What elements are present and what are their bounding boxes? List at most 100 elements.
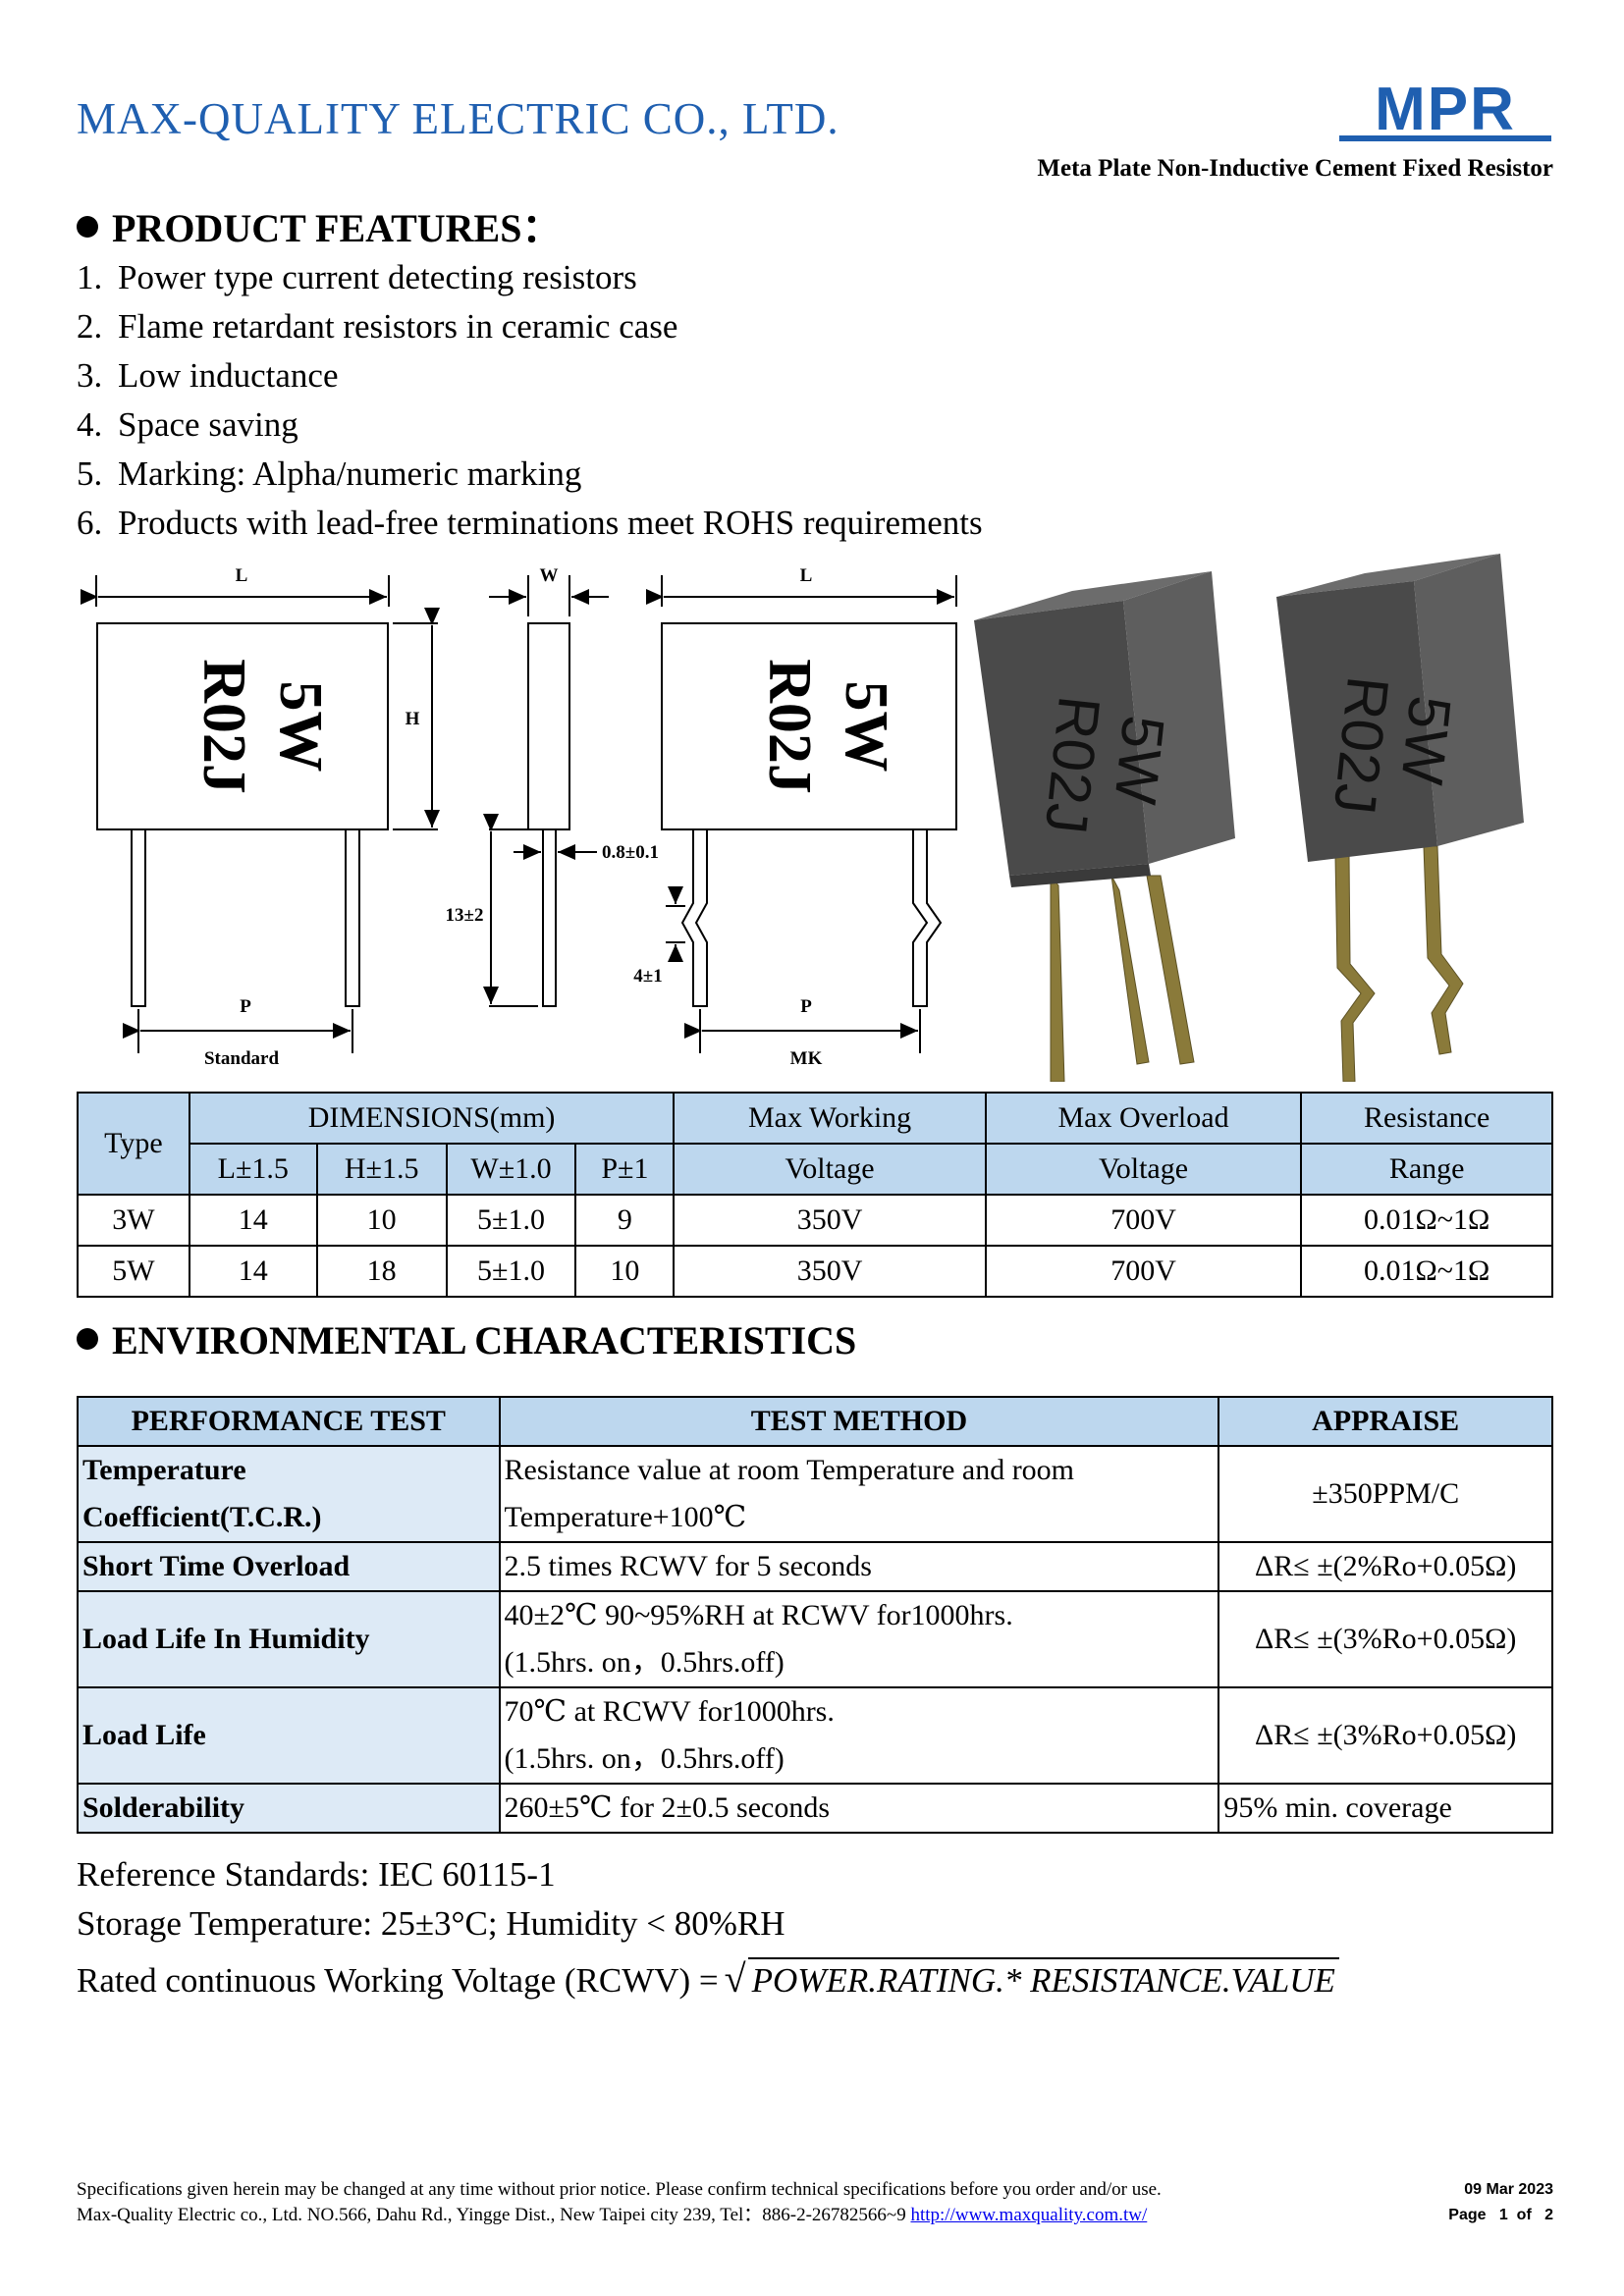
footer-text: Specifications given herein may be chang…	[77, 2177, 1162, 2228]
label-H: H	[406, 709, 420, 729]
table-row: Solderability 260±5℃ for 2±0.5 seconds 9…	[77, 1783, 1553, 1834]
mov-header-line1: Max Overload	[984, 1092, 1303, 1145]
table-row: Load Life 70℃ at RCWV for1000hrs.(1.5hrs…	[77, 1686, 1553, 1785]
cell-W: 5±1.0	[445, 1194, 577, 1247]
range-header-line1: Resistance	[1300, 1092, 1553, 1145]
test-name: Short Time Overload	[77, 1541, 501, 1592]
environment-table: PERFORMANCE TEST TEST METHOD APPRAISE Te…	[77, 1396, 1553, 1834]
test-name: Solderability	[77, 1783, 501, 1834]
test-appraise: ΔR≤ ±(3%Ro+0.05Ω)	[1218, 1686, 1553, 1785]
cell-range: 0.01Ω~1Ω	[1300, 1245, 1553, 1298]
label-L-mk: L	[800, 565, 813, 586]
item-text: Marking: Alpha/numeric marking	[118, 454, 582, 493]
appraise-header: APPRAISE	[1218, 1396, 1553, 1447]
cell-H: 10	[315, 1194, 448, 1247]
test-appraise: 95% min. coverage	[1218, 1783, 1553, 1834]
cell-H: 18	[315, 1245, 448, 1298]
table-row: 3W 14 10 5±1.0 9 350V 700V 0.01Ω~1Ω	[77, 1194, 1553, 1247]
cell-L: 14	[188, 1245, 318, 1298]
marking-value: R02J	[190, 659, 257, 794]
specification-table: Type DIMENSIONS(mm) Max Working Max Over…	[77, 1092, 1553, 1298]
mwv-header-line2: Voltage	[673, 1143, 987, 1196]
dimensions-header: DIMENSIONS(mm)	[188, 1092, 676, 1145]
table-row: Load Life In Humidity 40±2℃ 90~95%RH at …	[77, 1590, 1553, 1688]
cell-L: 14	[188, 1194, 318, 1247]
page-number: Page 1 of 2	[1448, 2207, 1553, 2223]
test-name: Load Life	[77, 1686, 501, 1785]
company-name: MAX-QUALITY ELECTRIC CO., LTD.	[77, 94, 839, 143]
item-number: 6.	[77, 504, 103, 542]
resistor-render: 5W R02J 5W R02J	[962, 552, 1561, 1083]
test-appraise: ΔR≤ ±(3%Ro+0.05Ω)	[1218, 1590, 1553, 1688]
reference-standards: Reference Standards: IEC 60115-1	[77, 1855, 556, 1894]
item-number: 3.	[77, 356, 103, 395]
table-row: Short Time Overload 2.5 times RCWV for 5…	[77, 1541, 1553, 1592]
item-number: 2.	[77, 307, 103, 346]
label-standard: Standard	[204, 1048, 279, 1068]
dim-H-header: H±1.5	[315, 1143, 448, 1196]
rcwv-prefix: Rated continuous Working Voltage (RCWV) …	[77, 1961, 719, 2000]
features-heading: PRODUCT FEATURES：	[77, 196, 561, 253]
table-row: 5W 14 18 5±1.0 10 350V 700V 0.01Ω~1Ω	[77, 1245, 1553, 1298]
test-method: 2.5 times RCWV for 5 seconds	[498, 1541, 1220, 1592]
item-number: 4.	[77, 405, 103, 444]
footer-meta: 09 Mar 2023 Page 1 of 2	[1414, 2177, 1553, 2228]
website-link[interactable]: http://www.maxquality.com.tw/	[910, 2205, 1148, 2225]
marking-power: 5W	[267, 681, 334, 773]
dim-P-header: P±1	[574, 1143, 676, 1196]
label-P-mk: P	[800, 996, 812, 1017]
mov-header-line2: Voltage	[984, 1143, 1303, 1196]
cell-P: 10	[574, 1245, 676, 1298]
environment-title: ENVIRONMENTAL CHARACTERISTICS	[112, 1318, 857, 1362]
logo-text: MPR	[1375, 82, 1516, 143]
type-header: Type	[77, 1092, 190, 1196]
item-text: Space saving	[118, 405, 298, 444]
cell-mov: 700V	[984, 1194, 1303, 1247]
cell-mwv: 350V	[673, 1245, 987, 1298]
cell-type: 5W	[77, 1245, 190, 1298]
environment-heading: ENVIRONMENTAL CHARACTERISTICS	[77, 1317, 856, 1363]
bullet-icon	[77, 1328, 98, 1350]
cell-range: 0.01Ω~1Ω	[1300, 1194, 1553, 1247]
item-text: Flame retardant resistors in ceramic cas…	[118, 307, 678, 346]
dim-L-header: L±1.5	[188, 1143, 318, 1196]
label-P: P	[240, 996, 251, 1017]
list-item: 2. Flame retardant resistors in ceramic c…	[77, 302, 983, 351]
cell-P: 9	[574, 1194, 676, 1247]
label-L: L	[236, 565, 248, 586]
product-subtitle: Meta Plate Non-Inductive Cement Fixed Re…	[1037, 155, 1553, 182]
storage-conditions: Storage Temperature: 25±3°C; Humidity < …	[77, 1904, 785, 1943]
label-mk: MK	[790, 1048, 823, 1068]
bullet-icon	[77, 216, 98, 238]
label-kink: 4±1	[633, 966, 662, 987]
item-text: Products with lead-free terminations mee…	[118, 504, 983, 542]
list-item: 6. Products with lead-free terminations m…	[77, 499, 983, 548]
test-appraise: ±350PPM/C	[1218, 1445, 1553, 1543]
label-W: W	[540, 565, 559, 586]
test-method: Resistance value at room Temperature and…	[498, 1445, 1220, 1543]
features-title: PRODUCT FEATURES：	[112, 206, 562, 250]
marking-power-mk: 5W	[833, 681, 899, 773]
test-method: 70℃ at RCWV for1000hrs.(1.5hrs. on，0.5hr…	[498, 1686, 1220, 1785]
test-name: Load Life In Humidity	[77, 1590, 501, 1688]
render-marking-power: 5W	[1102, 713, 1176, 808]
list-item: 1.Power type current detecting resistors	[77, 253, 983, 302]
document-date: 09 Mar 2023	[1464, 2181, 1553, 2198]
render-marking-value-2: R02J	[1322, 673, 1401, 817]
cell-mwv: 350V	[673, 1194, 987, 1247]
label-lead-len: 13±2	[446, 905, 484, 926]
test-method: 40±2℃ 90~95%RH at RCWV for1000hrs.(1.5hr…	[498, 1590, 1220, 1688]
performance-test-header: PERFORMANCE TEST	[77, 1396, 501, 1447]
dim-W-header: W±1.0	[445, 1143, 577, 1196]
features-list: 1.Power type current detecting resistors…	[77, 253, 983, 548]
list-item: 5.Marking: Alpha/numeric marking	[77, 450, 983, 499]
rcwv-formula: POWER.RATING.* RESISTANCE.VALUE	[747, 1957, 1339, 2001]
render-marking-value: R02J	[1033, 693, 1112, 836]
label-lead-dia: 0.8±0.1	[602, 842, 659, 863]
cell-W: 5±1.0	[445, 1245, 577, 1298]
sqrt-icon: √	[724, 1956, 746, 2001]
mwv-header-line1: Max Working	[673, 1092, 987, 1145]
list-item: 4. Space saving	[77, 400, 983, 450]
